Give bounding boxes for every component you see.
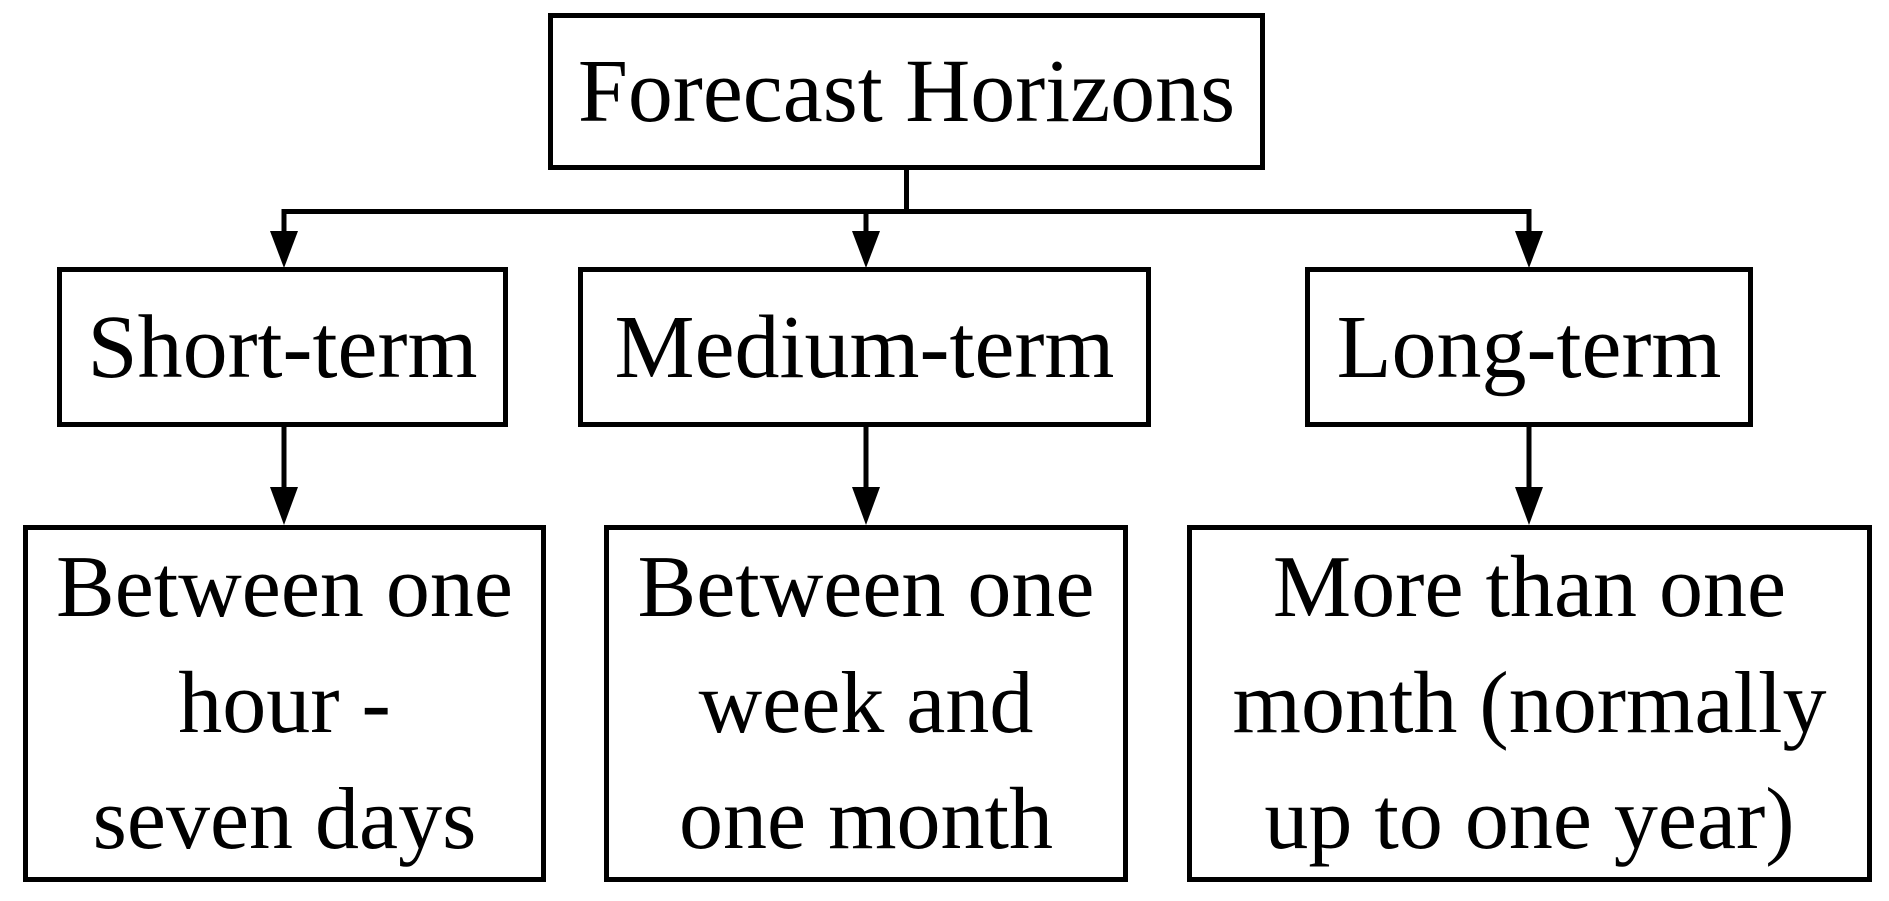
- arrowhead-icon: [1515, 231, 1543, 268]
- arrow-rail-to-short-term: [270, 209, 298, 268]
- arrowhead-icon: [270, 231, 298, 268]
- arrow-rail-to-long-term: [1515, 209, 1543, 268]
- arrow-medium-term-to-description: [852, 425, 880, 525]
- arrowhead-icon: [1515, 487, 1543, 525]
- node-medium-term: Medium-term: [578, 267, 1151, 427]
- arrowhead-icon: [852, 231, 880, 268]
- node-medium-term-label: Medium-term: [614, 297, 1115, 397]
- description-line: seven days: [92, 770, 477, 868]
- node-short-term-label: Short-term: [87, 297, 478, 397]
- description-line: one month: [679, 770, 1053, 868]
- description-line: hour -: [178, 654, 391, 752]
- node-long-term-label: Long-term: [1336, 297, 1722, 397]
- arrow-short-term-to-description: [270, 425, 298, 525]
- node-forecast-horizons: Forecast Horizons: [548, 13, 1265, 170]
- arrow-long-term-to-description: [1515, 425, 1543, 525]
- description-short-term: Between one hour - seven days: [23, 525, 546, 882]
- description-line: up to one year): [1264, 770, 1795, 868]
- arrow-rail-to-medium-term: [852, 209, 880, 268]
- node-short-term: Short-term: [57, 267, 508, 427]
- node-forecast-horizons-label: Forecast Horizons: [577, 42, 1236, 141]
- arrowhead-icon: [852, 487, 880, 525]
- description-line: Between one: [56, 538, 513, 636]
- description-medium-term: Between one week and one month: [604, 525, 1128, 882]
- description-line: More than one: [1272, 538, 1787, 636]
- description-line: Between one: [637, 538, 1095, 636]
- arrowhead-icon: [270, 487, 298, 525]
- description-line: week and: [698, 654, 1034, 752]
- node-long-term: Long-term: [1305, 267, 1753, 427]
- description-line: month (normally: [1232, 654, 1827, 752]
- description-long-term: More than one month (normally up to one …: [1187, 525, 1872, 882]
